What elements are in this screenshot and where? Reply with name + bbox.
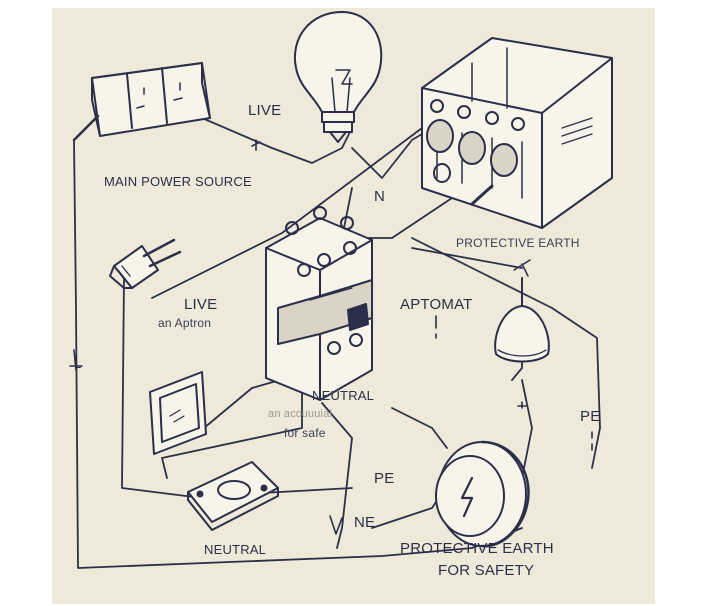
pe-for-safety-line2: FOR SAFETY: [438, 562, 535, 579]
plug-icon: [109, 238, 182, 289]
wire-markers: [69, 139, 593, 535]
for-safe-label: for safe: [284, 426, 326, 440]
n-top-label: N: [374, 188, 386, 205]
light-bulb-icon: [293, 11, 383, 143]
diagram-drawing: [69, 11, 613, 569]
floor-socket-icon: [187, 461, 279, 531]
ne-label: NE: [354, 514, 376, 531]
main-power-source-icon: [72, 62, 211, 142]
junction-box-icon: [421, 37, 613, 229]
main-power-source-label: MAIN POWER SOURCE: [104, 174, 252, 189]
live-top-label: LIVE: [248, 102, 282, 119]
faint-text-label: an accuuuial: [268, 408, 333, 420]
pendant-icon: [494, 259, 550, 363]
wiring-diagram: MAIN POWER SOURCE LIVE N PROTECTIVE EART…: [52, 8, 655, 604]
side-mark-label: L: [74, 356, 82, 371]
neutral-mid-label: NEUTRAL: [312, 388, 375, 403]
pe-for-safety-line1: PROTECTIVE EARTH: [400, 540, 554, 557]
aptron-label: an Aptron: [158, 316, 212, 330]
protective-earth-label: PROTECTIVE EARTH: [456, 236, 580, 250]
aptomat-label: APTOMAT: [400, 296, 473, 313]
wall-switch-icon: [149, 371, 207, 455]
pe-right-label: PE: [580, 408, 601, 425]
neutral-bottom-label: NEUTRAL: [204, 542, 267, 557]
pe-mid-label: PE: [374, 470, 395, 487]
circuit-breaker-icon: [265, 206, 373, 401]
earth-meter-icon: [435, 440, 530, 548]
live-left-label: LIVE: [184, 296, 218, 313]
